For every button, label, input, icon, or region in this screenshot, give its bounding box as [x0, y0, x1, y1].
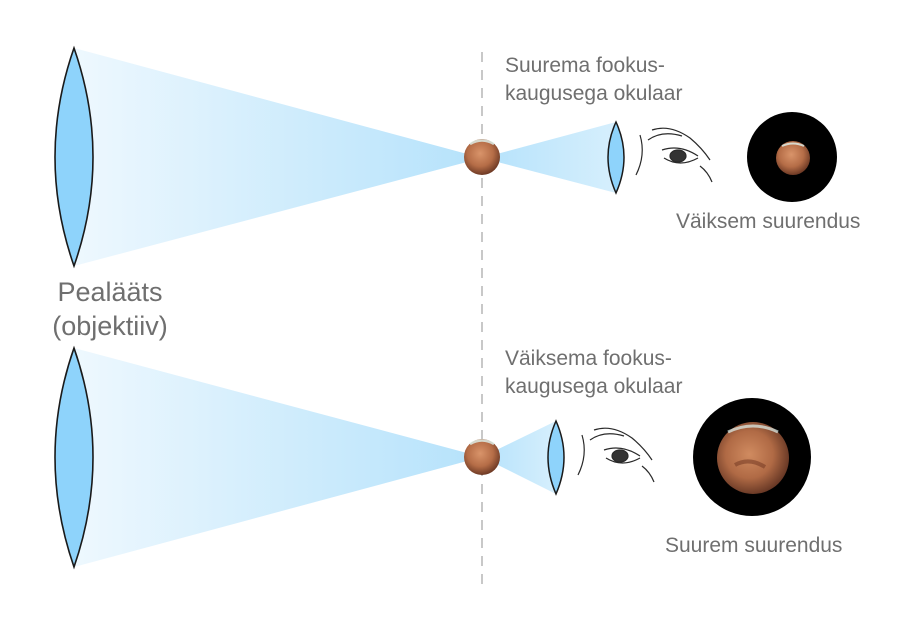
bottom-eyepiece-label: Väiksema fookus- kaugusega okulaar [505, 345, 682, 401]
bottom-objective-beam [74, 348, 482, 567]
objective-label: Pealääts (objektiiv) [30, 275, 190, 343]
bottom-result-label: Suurem suurendus [665, 534, 843, 557]
eye-icon [635, 127, 713, 183]
top-view-circle [747, 112, 837, 202]
bottom-eyepiece-beam [482, 421, 556, 494]
eyepiece-lens-icon [607, 120, 625, 195]
objective-lens-icon [54, 45, 94, 269]
bottom-eyepiece-label-line2: kaugusega okulaar [505, 375, 683, 398]
top-eyepiece-label-line2: kaugusega okulaar [505, 82, 683, 105]
eyepiece-lens-icon [547, 419, 565, 496]
bottom-telescope [54, 345, 811, 570]
top-objective-beam [74, 48, 482, 266]
bottom-view-circle [693, 398, 811, 516]
objective-label-line1: Pealääts [57, 277, 163, 307]
top-eyepiece-beam [482, 122, 616, 193]
top-eyepiece-label-line1: Suurema fookus- [505, 54, 665, 77]
objective-label-line2: (objektiiv) [52, 311, 168, 341]
eye-icon [577, 427, 655, 483]
top-result-label: Väiksem suurendus [676, 210, 861, 233]
mars-planet-icon [464, 439, 500, 475]
bottom-eyepiece-label-line1: Väiksema fookus- [505, 347, 672, 370]
top-eyepiece-label: Suurema fookus- kaugusega okulaar [505, 52, 682, 108]
mars-planet-icon [464, 139, 500, 175]
top-telescope [54, 45, 837, 269]
objective-lens-icon [54, 345, 94, 570]
